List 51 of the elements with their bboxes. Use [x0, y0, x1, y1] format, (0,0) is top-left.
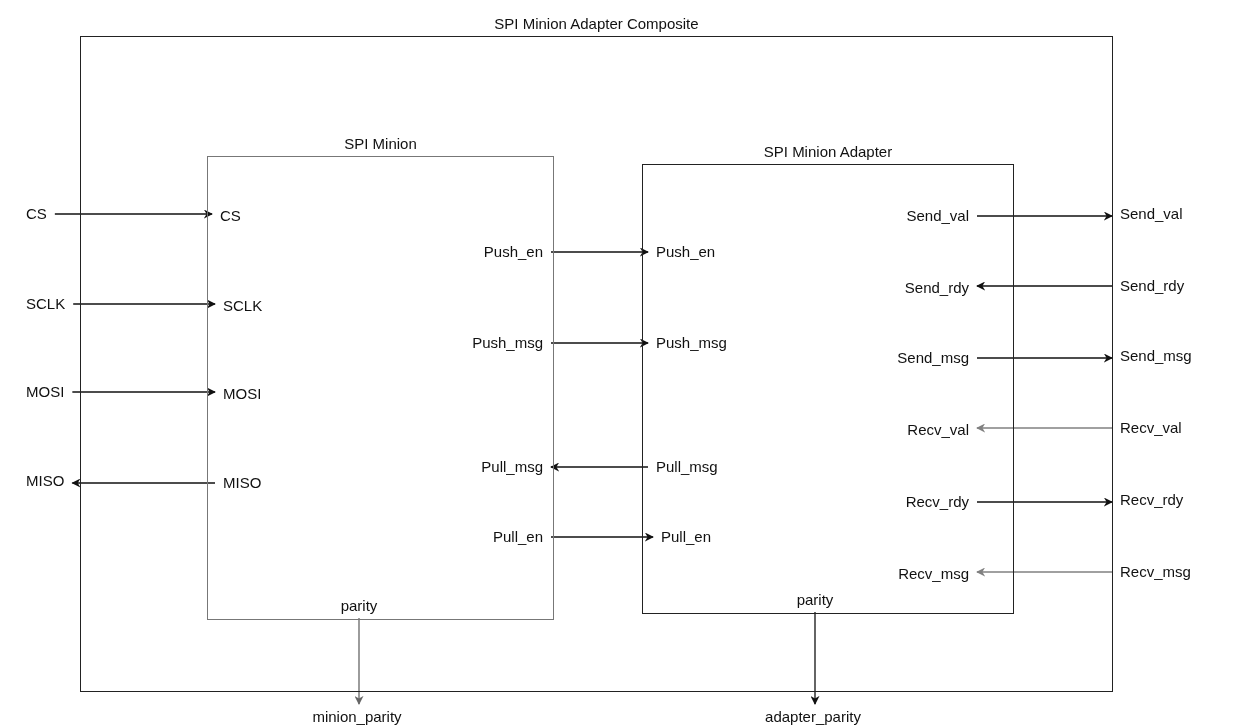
port-label: Recv_msg — [1120, 562, 1191, 582]
arrow — [550, 462, 649, 472]
arrow — [976, 423, 1113, 433]
port-label: parity — [796, 590, 834, 610]
port-label: Push_msg — [656, 333, 727, 353]
arrow — [550, 247, 649, 257]
port-label: Send_val — [1120, 204, 1183, 224]
arrow — [54, 209, 213, 219]
port-label: Recv_val — [907, 420, 969, 440]
arrow — [71, 387, 216, 397]
port-label: SCLK — [26, 294, 66, 314]
port-label: Pull_msg — [656, 457, 718, 477]
arrow — [354, 617, 364, 705]
port-label: Send_rdy — [1120, 276, 1185, 296]
port-label: MOSI — [223, 384, 262, 404]
block-title: SPI Minion Adapter Composite — [493, 15, 700, 32]
arrow — [71, 478, 216, 488]
block-title: SPI Minion Adapter — [762, 143, 894, 160]
port-label: CS — [220, 206, 241, 226]
port-label: CS — [26, 204, 47, 224]
arrow — [810, 611, 820, 705]
arrow — [976, 567, 1113, 577]
port-label: Recv_rdy — [905, 492, 969, 512]
block-title: SPI Minion — [343, 135, 418, 152]
port-label: Send_msg — [1120, 346, 1192, 366]
port-label: adapter_parity — [765, 707, 861, 727]
port-label: Recv_val — [1120, 418, 1182, 438]
port-label: Push_en — [483, 242, 543, 262]
port-label: Pull_en — [492, 527, 543, 547]
port-label: Send_val — [906, 206, 969, 226]
port-label: Recv_rdy — [1120, 490, 1184, 510]
port-label: MISO — [26, 471, 65, 491]
port-label: parity — [340, 596, 378, 616]
port-label: Pull_msg — [481, 457, 543, 477]
port-label: MISO — [223, 473, 262, 493]
port-label: Send_msg — [897, 348, 969, 368]
arrow — [976, 281, 1113, 291]
arrow — [976, 353, 1113, 363]
port-label: Send_rdy — [904, 278, 969, 298]
arrow — [550, 338, 649, 348]
arrow — [72, 299, 216, 309]
port-label: Recv_msg — [898, 564, 969, 584]
arrow — [976, 211, 1113, 221]
port-label: minion_parity — [312, 707, 402, 727]
port-label: MOSI — [26, 382, 65, 402]
port-label: Push_msg — [472, 333, 543, 353]
port-label: SCLK — [223, 296, 263, 316]
port-label: Push_en — [656, 242, 716, 262]
arrow — [976, 497, 1113, 507]
arrow — [550, 532, 654, 542]
port-label: Pull_en — [661, 527, 712, 547]
